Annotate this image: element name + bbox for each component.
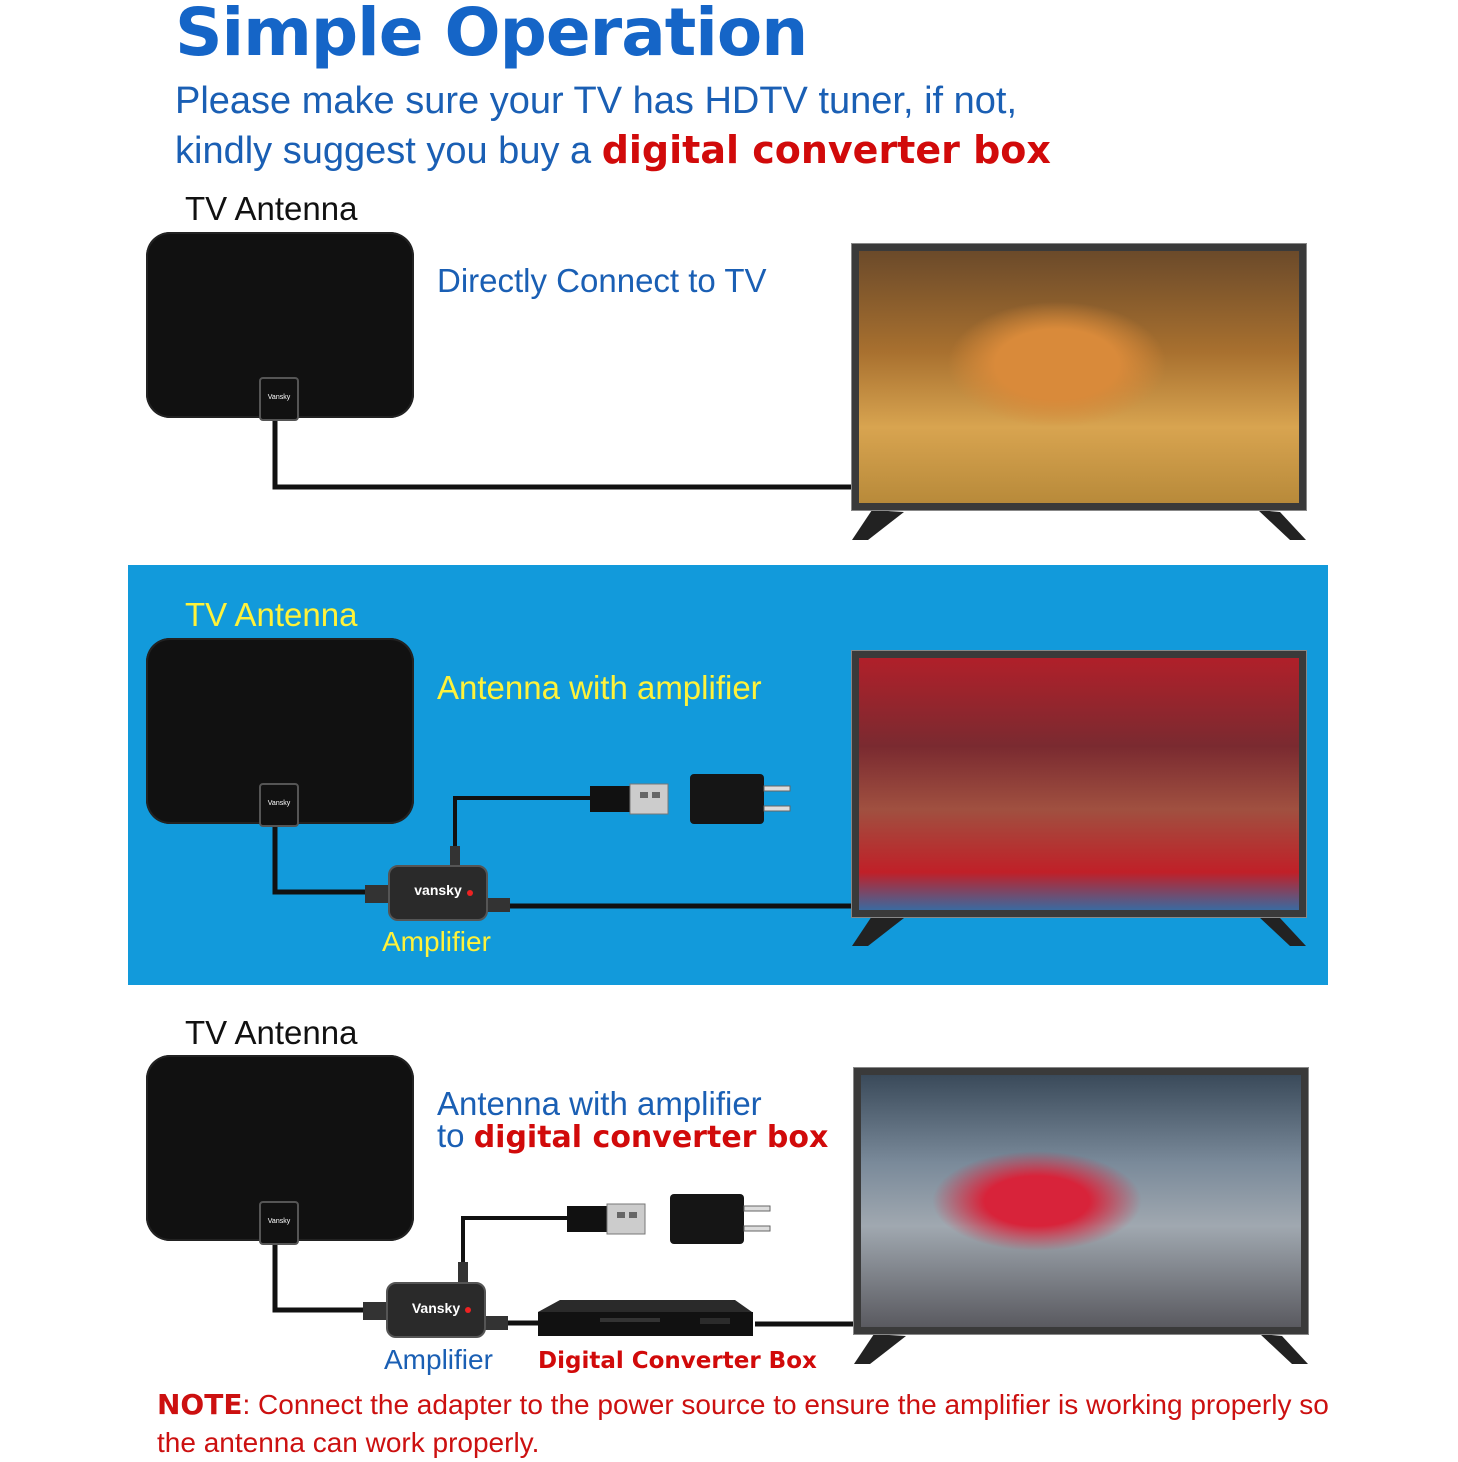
connection-description: Antenna with amplifier to digital conver…	[437, 1085, 829, 1155]
subtitle-highlight: digital converter box	[601, 128, 1051, 172]
description-line-1: Antenna with amplifier	[437, 1085, 762, 1122]
coax-cable	[272, 404, 855, 490]
page-title: Simple Operation	[175, 0, 808, 71]
power-adapter-icon	[690, 774, 791, 824]
subtitle-prefix: kindly suggest you buy a	[175, 130, 602, 172]
connection-description: Directly Connect to TV	[437, 262, 767, 299]
converter-box-label: Digital Converter Box	[538, 1348, 817, 1374]
subtitle-line-2: kindly suggest you buy a digital convert…	[175, 128, 1051, 173]
amplifier-device-icon	[363, 1262, 508, 1338]
description-line-2: to digital converter box	[437, 1117, 829, 1155]
tv-screen-dog	[852, 244, 1306, 510]
connection-description: Antenna with amplifier	[437, 669, 762, 706]
note-body: : Connect the adapter to the power sourc…	[157, 1389, 1329, 1458]
usb-plug-icon	[567, 1203, 646, 1235]
antenna-brand-tab: Vansky	[259, 377, 299, 421]
tv-stand-legs	[852, 510, 1308, 1364]
tv-screen-crowd	[852, 651, 1306, 917]
antenna-brand-tab: Vansky	[259, 783, 299, 827]
usb-power-cable	[453, 796, 600, 868]
note-prefix: NOTE	[157, 1388, 243, 1421]
antenna-label: TV Antenna	[185, 1014, 358, 1051]
antenna-brand-tab: Vansky	[259, 1201, 299, 1245]
description-highlight: digital converter box	[473, 1120, 829, 1155]
antenna-label: TV Antenna	[185, 596, 358, 633]
amplifier-device-icon	[365, 846, 510, 921]
amplifier-brand: Vansky	[411, 1300, 461, 1316]
tv-screen-car	[854, 1068, 1308, 1334]
power-adapter-icon	[670, 1194, 771, 1244]
subtitle-line-1: Please make sure your TV has HDTV tuner,…	[175, 80, 1018, 122]
description-prefix: to	[437, 1117, 474, 1154]
digital-converter-box-icon	[538, 1300, 753, 1336]
note-text: NOTE: Connect the adapter to the power s…	[157, 1386, 1337, 1462]
amplifier-label: Amplifier	[382, 926, 491, 957]
usb-power-cable	[461, 1216, 575, 1282]
antenna-label: TV Antenna	[185, 190, 358, 227]
usb-plug-icon	[590, 783, 669, 815]
amplifier-label: Amplifier	[384, 1344, 493, 1375]
amplifier-brand: vansky	[414, 882, 462, 898]
